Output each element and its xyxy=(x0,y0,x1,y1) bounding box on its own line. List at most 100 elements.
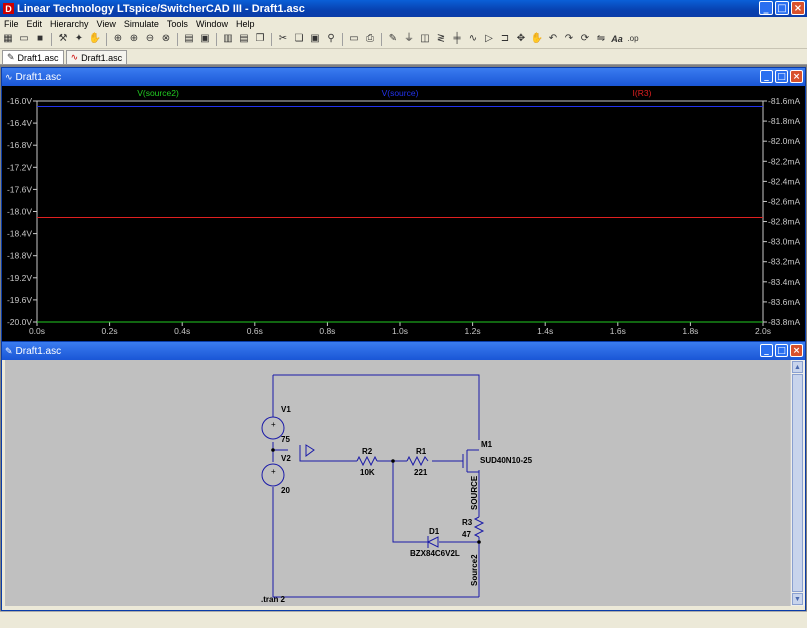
zoom-fit-icon[interactable]: ⊗ xyxy=(161,33,171,44)
waveform-chart[interactable]: -16.0V-16.4V-16.8V-17.2V-17.6V-18.0V-18.… xyxy=(2,86,805,344)
rotate-icon[interactable]: ⟳ xyxy=(580,33,590,44)
net-label-source2[interactable]: Source2 xyxy=(470,554,479,586)
copy-icon[interactable]: ❏ xyxy=(294,33,304,44)
io-port-symbol[interactable] xyxy=(305,444,315,457)
r2-symbol[interactable] xyxy=(356,455,378,467)
schematic-close-button[interactable]: × xyxy=(790,344,803,357)
schematic-window-title-bar[interactable]: ✎ Draft1.asc _ □ × xyxy=(2,342,805,360)
minimize-button[interactable]: _ xyxy=(759,1,773,15)
wire[interactable] xyxy=(272,487,479,598)
waveform-close-button[interactable]: × xyxy=(790,70,803,83)
scroll-down-arrow-icon[interactable]: ▼ xyxy=(792,593,803,605)
grid-icon[interactable]: ▣ xyxy=(200,33,210,44)
left-axis-tick-label: -18.4V xyxy=(7,229,32,239)
menu-help[interactable]: Help xyxy=(235,18,255,29)
menu-tools[interactable]: Tools xyxy=(166,18,188,29)
spice-directive-icon[interactable]: .op xyxy=(627,34,639,43)
m1-symbol[interactable] xyxy=(462,449,479,473)
close-button[interactable]: × xyxy=(791,1,805,15)
schematic-drawing[interactable]: + + V1 75 V2 20 R2 10K R1 221 M1 SUD40N1… xyxy=(5,360,790,606)
r2-value-label[interactable]: 10K xyxy=(360,468,375,477)
r3-symbol[interactable] xyxy=(473,516,485,538)
d1-ref-label[interactable]: D1 xyxy=(429,527,440,536)
right-axis-tick-label: -81.6mA xyxy=(768,96,800,106)
new-schematic-icon[interactable]: ▦ xyxy=(3,33,13,44)
spice-directive-text[interactable]: .tran 2 xyxy=(261,595,286,604)
component-icon[interactable]: ⊐ xyxy=(500,33,510,44)
zoom-out-icon[interactable]: ⊖ xyxy=(145,33,155,44)
text-icon[interactable]: Aa xyxy=(611,33,623,44)
drag-icon[interactable]: ✋ xyxy=(530,33,544,44)
scroll-thumb[interactable] xyxy=(792,374,803,592)
r1-symbol[interactable] xyxy=(406,455,429,467)
r2-ref-label[interactable]: R2 xyxy=(362,447,373,456)
maximize-button[interactable]: □ xyxy=(775,1,789,15)
ltspice-app-icon[interactable]: D xyxy=(3,3,14,14)
wire-icon[interactable]: ✎ xyxy=(388,33,398,44)
cascade-icon[interactable]: ❐ xyxy=(255,33,265,44)
v2-symbol[interactable] xyxy=(261,463,285,487)
waveform-window-title-bar[interactable]: ∿ Draft1.asc _ □ × xyxy=(2,68,805,86)
inductor-icon[interactable]: ∿ xyxy=(468,33,478,44)
menu-window[interactable]: Window xyxy=(195,18,228,29)
mirror-icon[interactable]: ⇋ xyxy=(596,33,606,44)
menu-view[interactable]: View xyxy=(96,18,116,29)
wire[interactable] xyxy=(299,445,357,462)
r3-ref-label[interactable]: R3 xyxy=(462,518,473,527)
find-icon[interactable]: ⚲ xyxy=(327,33,335,44)
label-net-icon[interactable]: ◫ xyxy=(420,33,430,44)
ground-icon[interactable]: ⏚ xyxy=(404,33,414,44)
tab-waveform[interactable]: ∿ Draft1.asc xyxy=(65,50,128,64)
menu-edit[interactable]: Edit xyxy=(26,18,43,29)
scroll-up-arrow-icon[interactable]: ▲ xyxy=(792,361,803,373)
paste-icon[interactable]: ▣ xyxy=(310,33,320,44)
v1-ref-label[interactable]: V1 xyxy=(281,405,291,414)
d1-symbol[interactable] xyxy=(426,536,439,548)
zoom-in-icon[interactable]: ⊕ xyxy=(129,33,139,44)
cut-icon[interactable]: ✂ xyxy=(278,33,288,44)
menu-hierarchy[interactable]: Hierarchy xyxy=(50,18,89,29)
left-axis-tick-label: -16.0V xyxy=(7,96,32,106)
setup-icon[interactable]: ⚒ xyxy=(58,33,68,44)
wire[interactable] xyxy=(273,374,480,440)
v2-value-label[interactable]: 20 xyxy=(281,486,290,495)
r3-value-label[interactable]: 47 xyxy=(462,530,471,539)
autorange-icon[interactable]: ▤ xyxy=(184,33,194,44)
tab-schematic[interactable]: ✎ Draft1.asc xyxy=(2,50,64,64)
schematic-minimize-button[interactable]: _ xyxy=(760,344,773,357)
resistor-icon[interactable]: ≷ xyxy=(436,33,446,44)
capacitor-icon[interactable]: ╪ xyxy=(453,33,461,44)
r1-ref-label[interactable]: R1 xyxy=(416,447,427,456)
save-icon[interactable]: ■ xyxy=(36,33,44,44)
tile-vertical-icon[interactable]: ▥ xyxy=(223,33,233,44)
d1-value-label[interactable]: BZX84C6V2L xyxy=(410,549,460,558)
waveform-minimize-button[interactable]: _ xyxy=(760,70,773,83)
zoom-area-icon[interactable]: ⊕ xyxy=(113,33,123,44)
m1-value-label[interactable]: SUD40N10-25 xyxy=(480,456,533,465)
move-icon[interactable]: ✥ xyxy=(516,33,526,44)
schematic-maximize-button[interactable]: □ xyxy=(775,344,788,357)
wire[interactable] xyxy=(392,461,428,543)
r1-value-label[interactable]: 221 xyxy=(414,468,428,477)
menu-simulate[interactable]: Simulate xyxy=(123,18,159,29)
redo-icon[interactable]: ↷ xyxy=(564,33,574,44)
open-icon[interactable]: ▭ xyxy=(19,33,29,44)
v1-symbol[interactable] xyxy=(261,416,285,440)
undo-icon[interactable]: ↶ xyxy=(548,33,558,44)
diode-icon[interactable]: ▷ xyxy=(485,33,493,44)
tile-horizontal-icon[interactable]: ▤ xyxy=(239,33,249,44)
print-icon[interactable]: ⎙ xyxy=(366,33,374,44)
net-label-source[interactable]: SOURCE xyxy=(470,475,479,510)
schematic-canvas[interactable]: + + V1 75 V2 20 R2 10K R1 221 M1 SUD40N1… xyxy=(5,360,790,606)
waveform-maximize-button[interactable]: □ xyxy=(775,70,788,83)
menu-file[interactable]: File xyxy=(4,18,19,29)
print-preview-icon[interactable]: ▭ xyxy=(349,33,359,44)
halt-icon[interactable]: ✋ xyxy=(88,33,102,44)
m1-ref-label[interactable]: M1 xyxy=(481,440,493,449)
junction-dot xyxy=(271,448,275,452)
v1-value-label[interactable]: 75 xyxy=(281,435,290,444)
schematic-vertical-scrollbar[interactable]: ▲ ▼ xyxy=(790,360,805,606)
run-icon[interactable]: ✦ xyxy=(74,33,84,44)
v2-ref-label[interactable]: V2 xyxy=(281,454,291,463)
waveform-plot-pane[interactable]: -16.0V-16.4V-16.8V-17.2V-17.6V-18.0V-18.… xyxy=(2,86,805,344)
